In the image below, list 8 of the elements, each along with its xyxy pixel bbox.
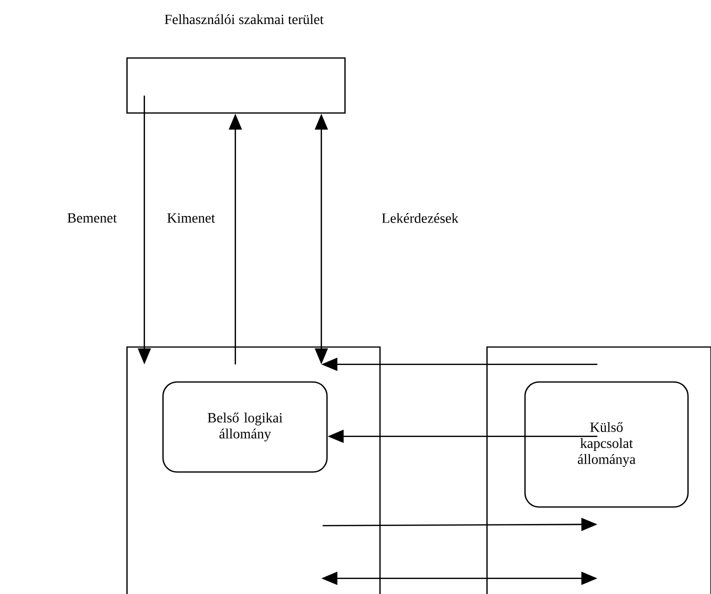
edge-label: Lekérdezések bbox=[382, 213, 458, 223]
edge-label: Kimenet bbox=[167, 213, 216, 223]
node-label: Felhasználói szakmai terület bbox=[164, 14, 324, 24]
store-box: Külső kapcsolat állománya bbox=[524, 381, 689, 508]
store-box: Belső logikai állomány bbox=[162, 381, 328, 473]
region-frame bbox=[126, 346, 381, 594]
area-box: Felhasználói szakmai terület bbox=[126, 14, 346, 114]
edge-label: Bemenet bbox=[68, 213, 117, 223]
